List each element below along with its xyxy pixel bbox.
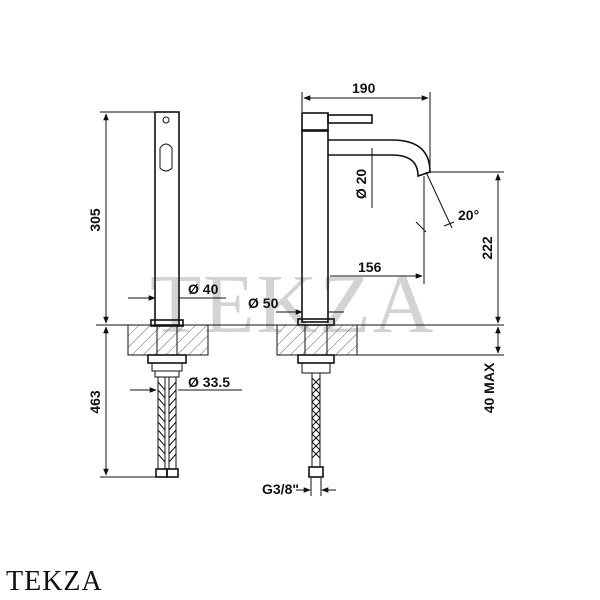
dim-diam33-5-label: Ø 33.5 [188, 374, 230, 390]
countertop-left-side [276, 324, 358, 356]
front-view: 305 463 Ø 40 Ø 33.5 [87, 111, 242, 478]
handle-pin-icon [162, 116, 170, 124]
mixer-body-side [301, 129, 329, 323]
dim-g38-label: G3/8" [262, 481, 299, 497]
brand-logo-text: TEKZA [6, 566, 103, 597]
side-view: 190 Ø 20 20° 156 Ø 50 222 40 MAX G3/8" [96, 80, 504, 497]
lever-handle [327, 114, 373, 124]
angle-ref-line [425, 171, 453, 229]
dim-diam40-label: Ø 40 [188, 281, 219, 297]
spout [328, 139, 431, 178]
dim-190-label: 190 [352, 80, 376, 96]
dim-40max-label: 40 MAX [481, 362, 497, 413]
lock-nut-front [147, 354, 187, 364]
dim-305-label: 305 [87, 208, 103, 232]
dim-156-label: 156 [358, 259, 382, 275]
lever-hub [301, 112, 329, 132]
nut-lower-side [301, 362, 331, 374]
nut-lower-front [151, 362, 183, 372]
countertop-left-front [127, 324, 209, 356]
dim-463-label: 463 [87, 390, 103, 414]
coupling-front [154, 370, 180, 378]
dim-angle20-label: 20° [458, 207, 479, 223]
flex-hoses-front [155, 376, 179, 478]
spout-outlet-icon [159, 143, 173, 172]
flex-hose-side [308, 372, 324, 478]
lock-nut-side [297, 354, 335, 364]
dim-222-label: 222 [479, 236, 495, 260]
dim-diam20-label: Ø 20 [353, 169, 369, 200]
dim-diam50-label: Ø 50 [248, 295, 279, 311]
angle-arc-right [443, 221, 455, 227]
